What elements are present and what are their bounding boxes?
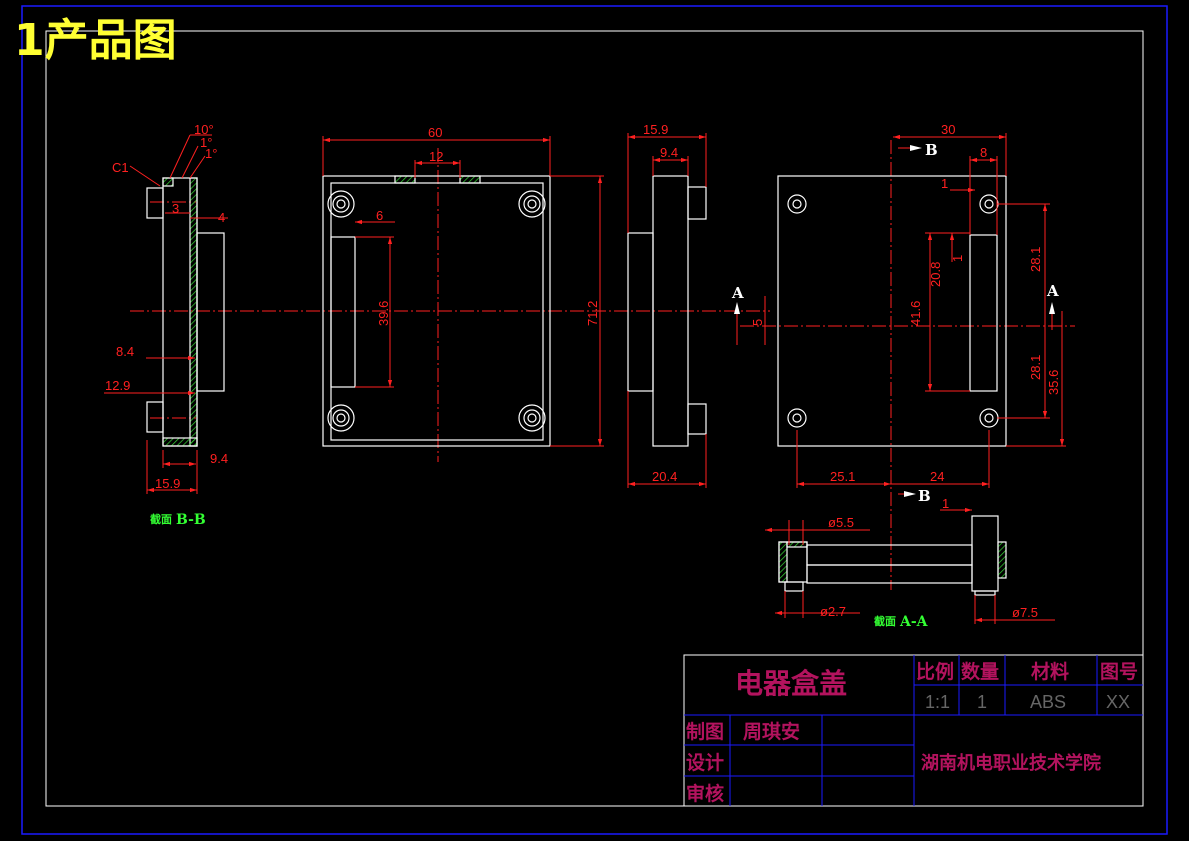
page-title: 1产品图 [14,15,177,66]
view-labels: 截面 B-B 截面 A-A A A B B [150,141,1059,630]
value-scale: 1:1 [925,692,950,712]
dim-12-9: 12.9 [105,378,130,393]
title-block [683,654,1144,807]
section-aa-view [778,515,1007,596]
dim-8-4: 8.4 [116,344,134,359]
section-aa-name: A-A [899,614,929,630]
dim-28-1a: 28.1 [1028,247,1043,272]
row-checked: 审核 [686,782,724,805]
dim-9-4: 9.4 [210,451,228,466]
inner-frame [45,30,1144,807]
dim-28-1b: 28.1 [1028,355,1043,380]
header-qty: 数量 [961,660,999,683]
dim-ang10: 10° [194,122,214,137]
dim-60: 60 [428,125,442,140]
dim-phi-2-7: ø2.7 [820,604,846,619]
dim-39-6: 39.6 [376,301,391,326]
title-block-texts: 电器盒盖 比例 数量 材料 图号 1:1 1 ABS XX 制图 周琪安 设计 … [686,660,1138,805]
dim-9-4-side: 9.4 [660,145,678,160]
dim-71-2: 71.2 [585,301,600,326]
section-aa-prefix: 截面 [874,614,896,628]
center-lines [130,140,1075,590]
dim-35-6: 35.6 [1046,370,1061,395]
dim-1b: 1 [950,255,965,262]
value-material: ABS [1030,692,1066,712]
side-view [627,175,707,447]
dim-1: 1 [941,176,948,191]
dim-ang1b: 1° [205,146,217,161]
back-view [777,175,1007,447]
dim-15-9: 15.9 [155,476,180,491]
dim-6: 6 [376,208,383,223]
dim-3: 3 [172,201,179,216]
dim-25-1: 25.1 [830,469,855,484]
cut-mark-a-left: A [731,284,744,302]
part-name: 电器盒盖 [735,667,847,700]
cut-mark-b-top: B [925,141,938,159]
dim-24: 24 [930,469,944,484]
organization: 湖南机电职业技术学院 [921,752,1101,774]
dim-15-9-side: 15.9 [643,122,668,137]
dimension-lines [104,133,1066,624]
row-drawn: 制图 [686,720,724,743]
dim-12: 12 [429,149,443,164]
header-material: 材料 [1031,660,1069,683]
section-bb-name: B-B [176,512,206,528]
dim-20-8: 20.8 [928,262,943,287]
dim-phi-7-5: ø7.5 [1012,605,1038,620]
dim-4: 4 [218,210,225,225]
dim-c1: C1 [112,160,129,175]
dim-30: 30 [941,122,955,137]
header-scale: 比例 [916,660,954,683]
cut-mark-b-bottom: B [918,487,931,505]
cut-arrows [734,145,1055,497]
section-bb-prefix: 截面 [150,512,172,526]
dimension-texts: C1 10° 1° 1° 3 4 8.4 12.9 9.4 15.9 60 12… [105,122,1061,620]
dim-5: 5 [750,319,765,326]
dim-aa-1: 1 [942,496,949,511]
front-view [322,175,551,447]
header-drawing-no: 图号 [1100,661,1138,683]
drawn-by: 周琪安 [743,720,800,743]
outer-frame [21,5,1168,835]
dim-ang1a: 1° [200,135,212,150]
value-qty: 1 [977,692,987,712]
dim-phi-5-5: ø5.5 [828,515,854,530]
dim-41-6: 41.6 [908,301,923,326]
row-designed: 设计 [686,752,724,774]
dim-8: 8 [980,145,987,160]
section-bb-view [146,177,225,447]
dim-20-4: 20.4 [652,469,677,484]
value-drawing-no: XX [1106,692,1130,712]
cut-mark-a-right: A [1046,282,1059,300]
